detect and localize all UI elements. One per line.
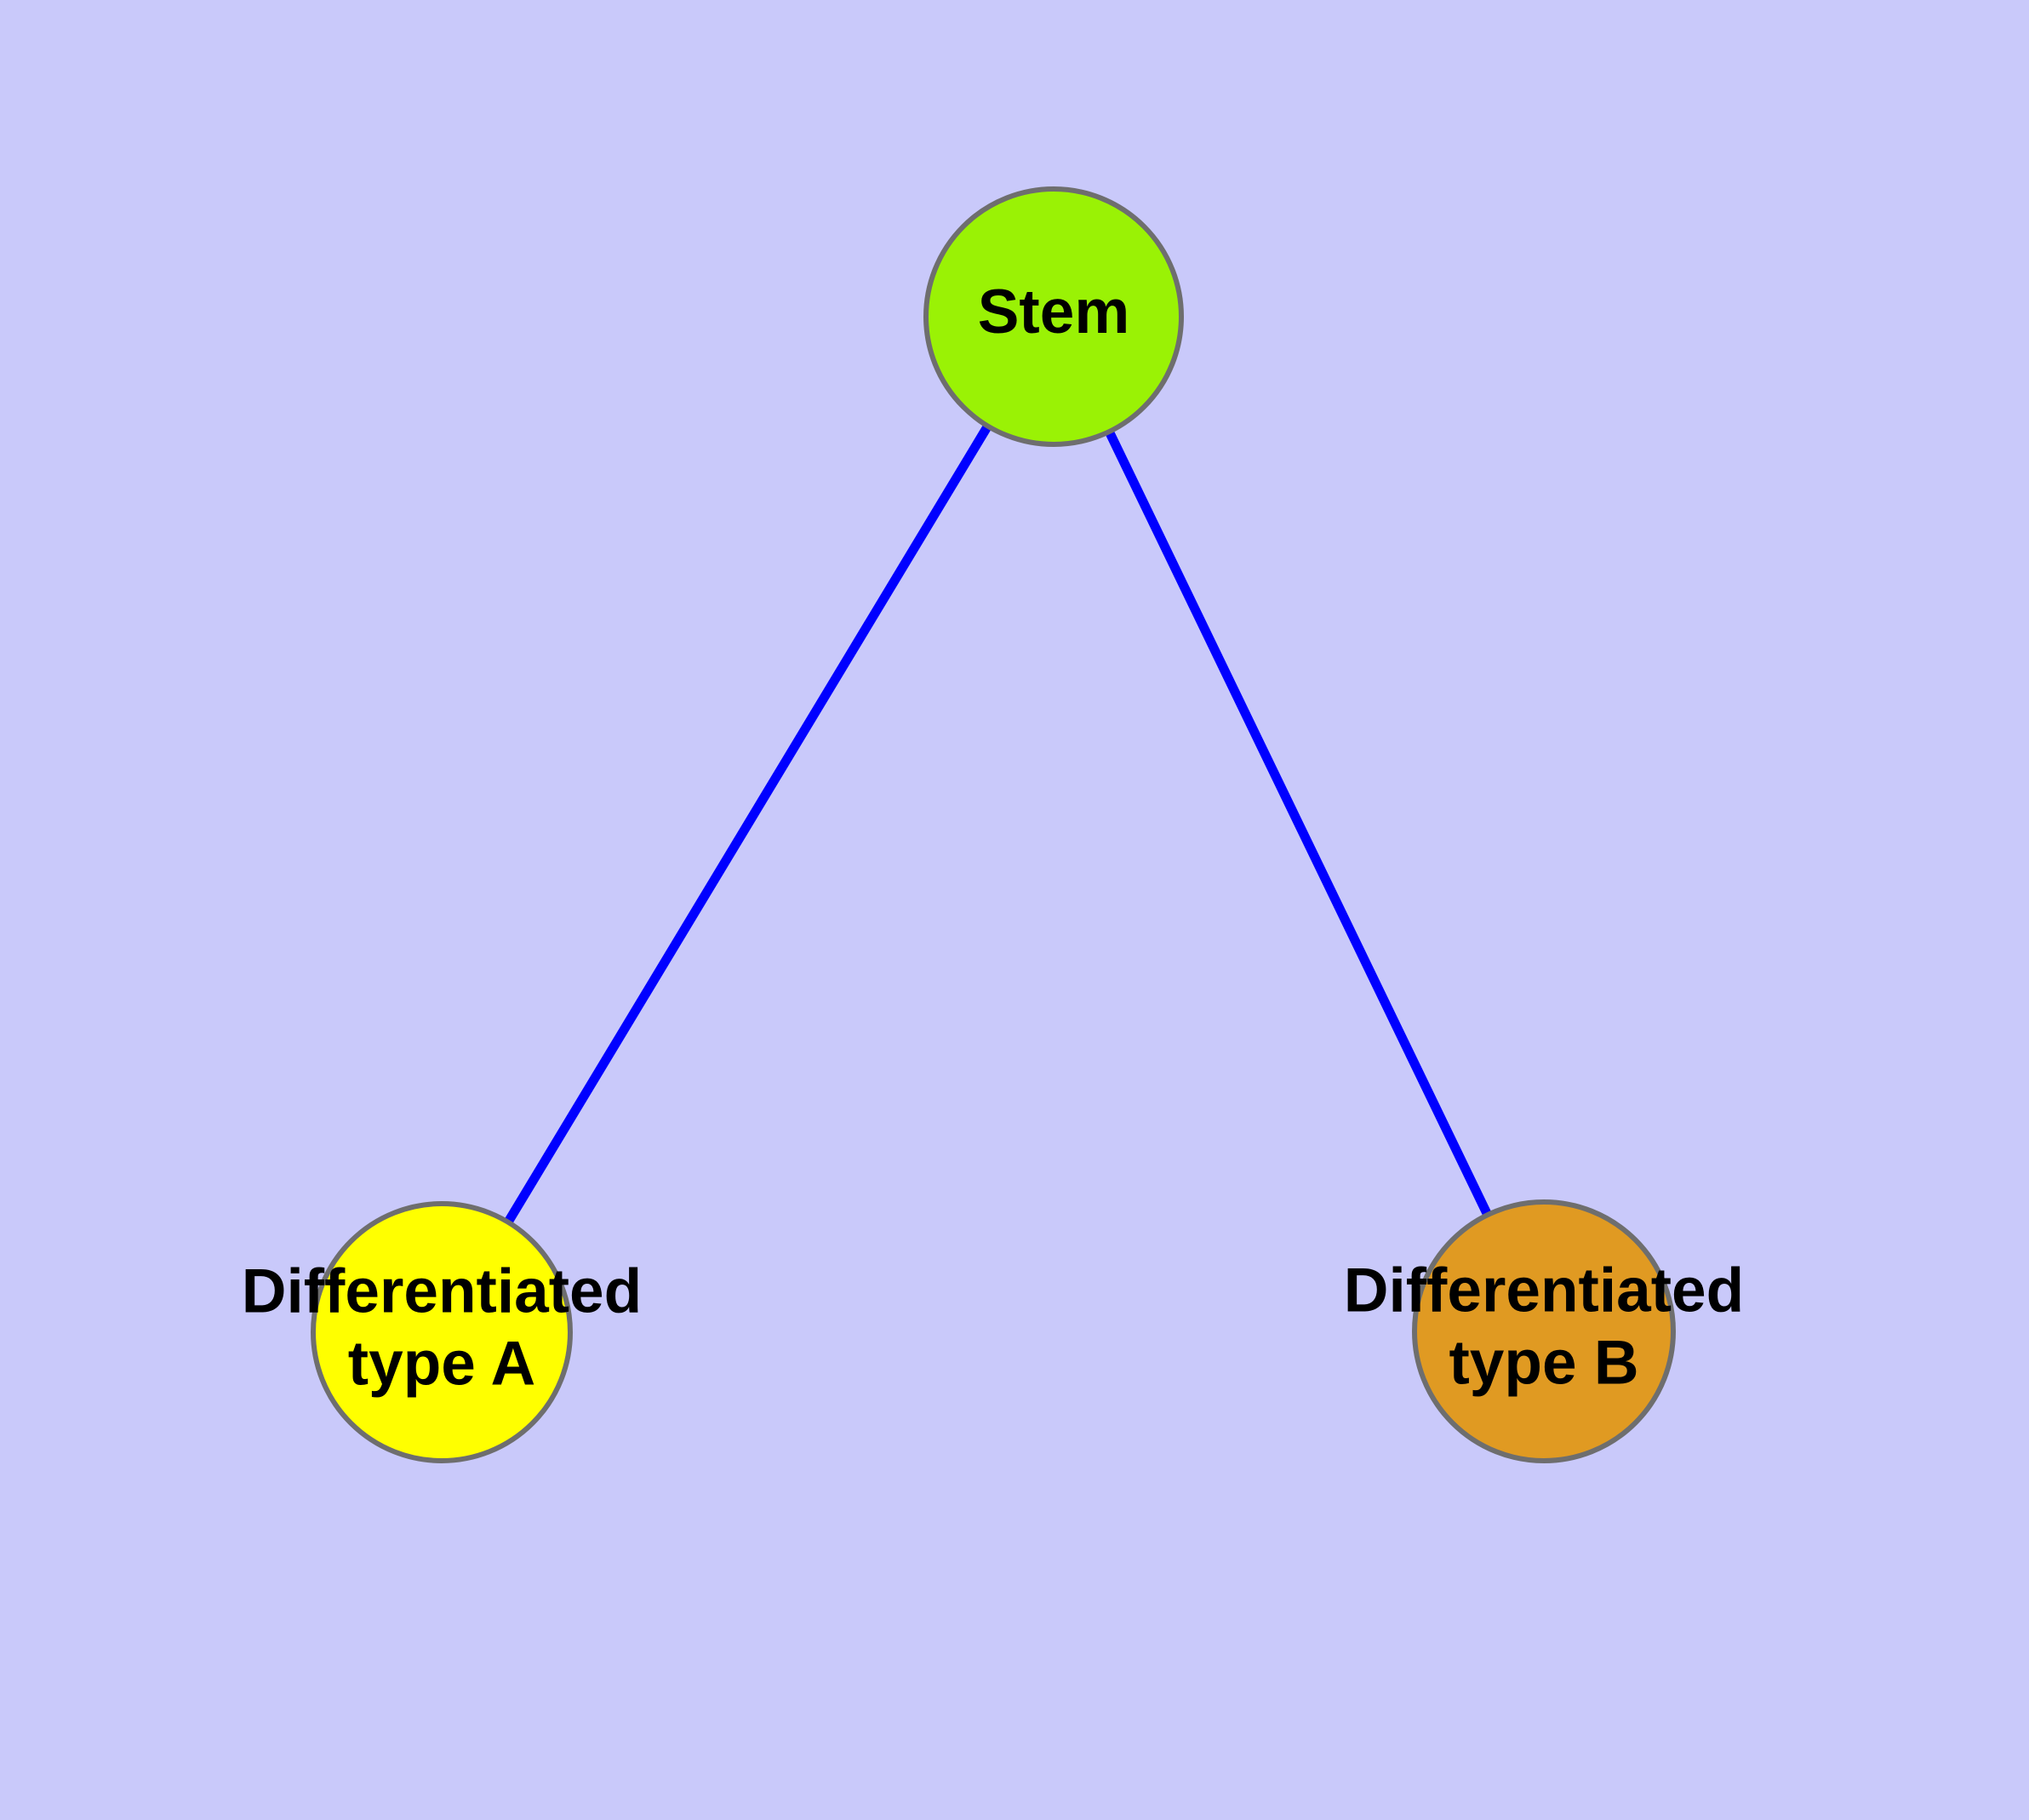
edge-stem-diff-b[interactable] [1106,431,1491,1216]
node-label-line: Differentiated [242,1257,643,1326]
edge-stem-diff-a[interactable] [505,425,992,1223]
node-stem[interactable] [923,186,1184,447]
node-label-line: type B [1449,1329,1638,1398]
node-diff_b[interactable] [1412,1199,1676,1463]
node-label-line: Differentiated [1344,1256,1745,1325]
edges-group [505,425,1491,1223]
node-label-stem: Stem [978,278,1130,346]
node-label-line: type A [348,1330,535,1399]
nodes-group [311,186,1676,1463]
node-label-line: Stem [978,278,1130,346]
node-diff_a[interactable] [311,1201,573,1463]
